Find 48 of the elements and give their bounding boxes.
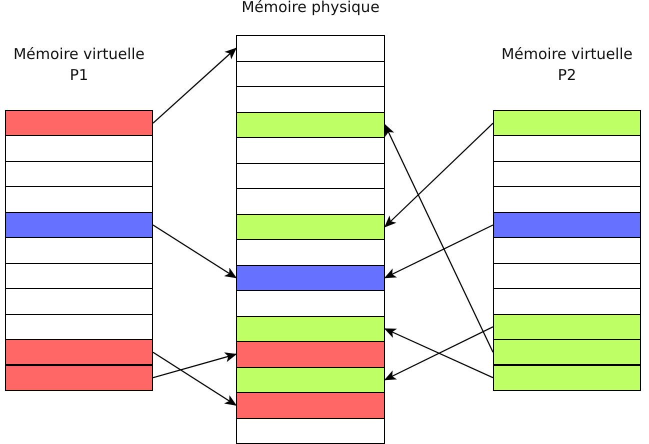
- column-heading: Mémoire virtuelle P2: [500, 44, 634, 86]
- arrow: [384, 224, 494, 278]
- memory-cell: [5, 237, 153, 264]
- memory-cell: [236, 112, 385, 138]
- arrow: [384, 124, 494, 353]
- memory-cell: [236, 86, 385, 112]
- memory-cell: [493, 339, 641, 366]
- memory-cell: [5, 288, 153, 315]
- column-heading: Mémoire virtuelle P1: [12, 44, 146, 86]
- memory-cell: [236, 392, 385, 418]
- memory-cell: [236, 239, 385, 266]
- memory-cell: [493, 364, 641, 391]
- memory-cell: [236, 341, 385, 368]
- memory-cell: [5, 160, 153, 188]
- memory-cell: [236, 137, 385, 164]
- arrow: [152, 352, 237, 378]
- memory-cell: [5, 212, 153, 238]
- arrow: [152, 48, 237, 124]
- column-heading: Mémoire physique: [240, 0, 381, 18]
- memory-cell: [236, 316, 385, 342]
- memory-cell: [5, 186, 153, 213]
- memory-cell: [236, 60, 385, 87]
- memory-cell: [236, 418, 385, 444]
- arrow: [152, 224, 237, 278]
- memory-cell: [493, 212, 641, 238]
- memory-cell: [236, 214, 385, 240]
- memory-cell: [493, 135, 641, 162]
- memory-cell: [236, 264, 385, 291]
- memory-cell: [493, 160, 641, 188]
- memory-cell: [5, 110, 153, 136]
- memory-cell: [5, 314, 153, 340]
- memory-cell: [5, 339, 153, 366]
- memory-cell: [493, 186, 641, 213]
- memory-cell: [493, 288, 641, 315]
- arrow: [384, 122, 494, 228]
- memory-cell: [236, 290, 385, 316]
- memory-cell: [493, 314, 641, 340]
- memory-cell: [236, 188, 385, 214]
- memory-cell: [236, 366, 385, 393]
- memory-cell: [236, 162, 385, 189]
- memory-cell: [5, 262, 153, 290]
- arrow: [152, 352, 237, 406]
- memory-cell: [493, 237, 641, 264]
- memory-cell: [5, 364, 153, 391]
- memory-cell: [236, 35, 385, 62]
- memory-cell: [5, 135, 153, 162]
- memory-cell: [493, 110, 641, 136]
- memory-cell: [493, 262, 641, 290]
